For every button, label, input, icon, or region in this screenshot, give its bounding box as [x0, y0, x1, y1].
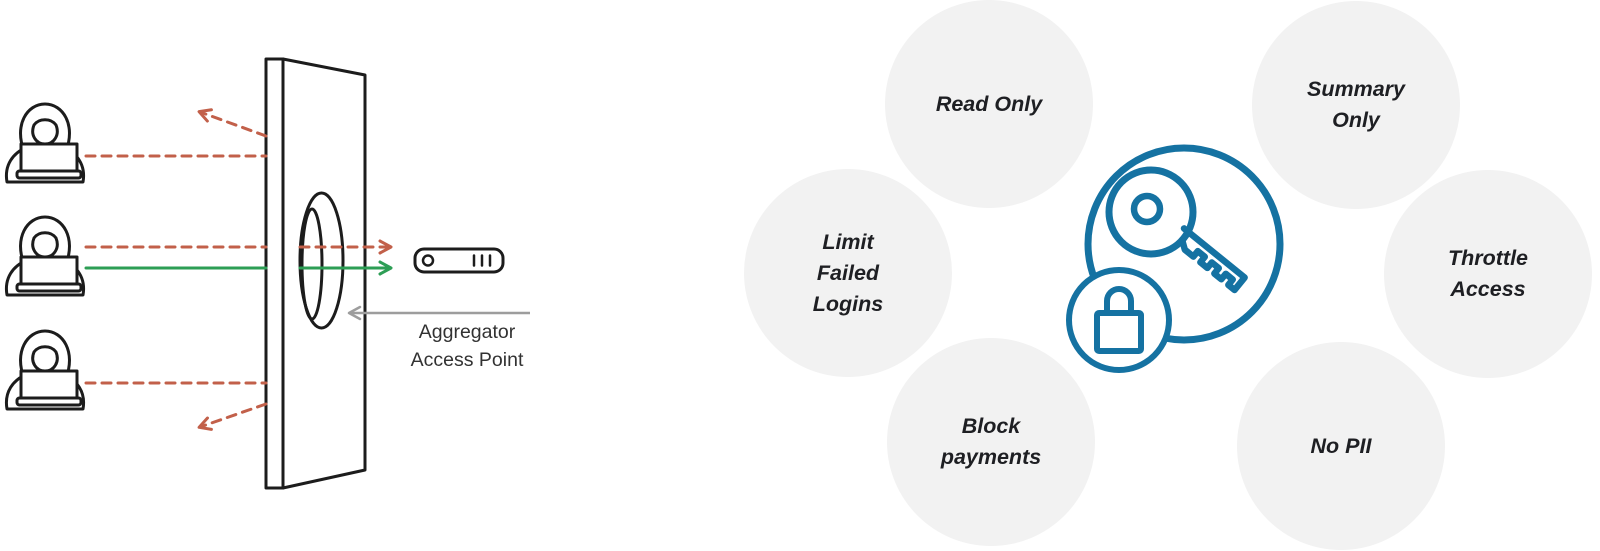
blocked-arrows	[84, 108, 393, 431]
control-label: Throttle Access	[1447, 246, 1529, 301]
control-bubble-no-pii: No PII	[1237, 342, 1445, 550]
control-bubble-read-only: Read Only	[885, 0, 1093, 208]
control-label: No PII	[1310, 433, 1372, 458]
control-label: Summary Only	[1307, 77, 1405, 132]
control-bubble-throttle-access: Throttle Access	[1384, 170, 1592, 378]
port-hole-inner	[300, 207, 324, 321]
control-bubble-block-payments: Block payments	[887, 338, 1095, 546]
control-label: Block payments	[940, 414, 1042, 469]
control-bubble-summary-only: Summary Only	[1252, 1, 1460, 209]
hacker-icon-1	[4, 102, 86, 184]
key-icon	[1105, 166, 1248, 294]
padlock-icon	[1066, 267, 1172, 373]
hacker-icon-3	[4, 329, 86, 411]
key-ring-circle	[1084, 144, 1284, 344]
control-label: Read Only	[935, 91, 1043, 116]
control-bubble-limit-failed-logins: Limit Failed Logins	[744, 169, 952, 377]
aggregator-device-icon	[413, 247, 505, 274]
barrier-diagram	[4, 57, 530, 490]
aggregator-access-point-label: Aggregator Access Point	[410, 321, 524, 371]
key-and-padlock-icon	[1066, 144, 1284, 373]
hacker-icon-2	[4, 215, 86, 297]
control-label: Limit Failed Logins	[812, 229, 884, 316]
